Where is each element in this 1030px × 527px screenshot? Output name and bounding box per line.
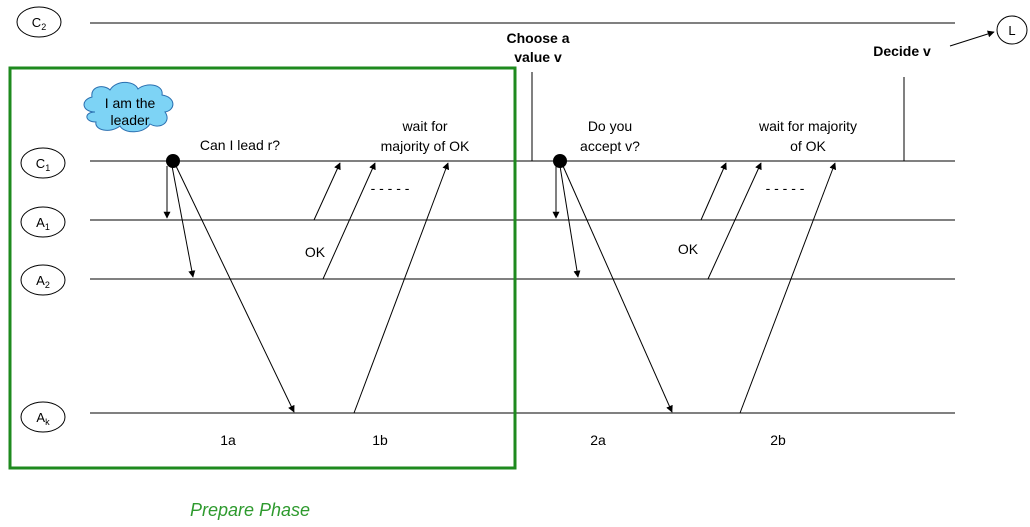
svg-text:L: L: [1008, 23, 1015, 38]
ok1-label: OK: [305, 244, 326, 260]
node-c1: C1: [20, 147, 66, 179]
phase-2b-label: 2b: [770, 432, 786, 448]
msg-1a-to-a2: [171, 165, 196, 278]
node-c2: C2: [16, 6, 62, 38]
svg-text:A1: A1: [36, 215, 50, 232]
wait2-label-2: of OK: [790, 138, 826, 154]
svg-text:leader: leader: [111, 112, 150, 128]
svg-text:I am the: I am the: [105, 95, 156, 111]
msg-2a-to-ak: [562, 165, 673, 413]
choose-label-1: Choose a: [506, 30, 569, 46]
do-you-label-1: Do you: [588, 118, 632, 134]
msg-1a-to-ak: [175, 165, 295, 413]
phase-1a-label: 1a: [220, 432, 236, 448]
msg-2b-from-ak: [739, 162, 837, 414]
wait2-label-1: wait for majority: [758, 118, 857, 134]
prepare-phase-label: Prepare Phase: [190, 500, 310, 520]
do-you-label-2: accept v?: [580, 138, 640, 154]
choose-label-2: value v: [514, 49, 562, 65]
node-ak: Ak: [20, 401, 66, 433]
svg-text:A2: A2: [36, 273, 50, 290]
can-i-lead-label: Can I lead r?: [200, 137, 280, 153]
msg-1b-from-a2: [322, 162, 376, 280]
dots2-label: - - - - -: [766, 180, 805, 196]
node-a2: A2: [20, 264, 66, 296]
dots1-label: - - - - -: [371, 180, 410, 196]
phase-2a-label: 2a: [590, 432, 606, 448]
decide-label: Decide v: [873, 43, 931, 59]
msg-1b-from-a1: [313, 162, 341, 221]
leader-bubble: I am the leader: [83, 81, 174, 133]
ok2-label: OK: [678, 241, 699, 257]
msg-2b-from-a1: [700, 162, 727, 221]
proposer-dot-2: [553, 154, 567, 168]
phase-1b-label: 1b: [372, 432, 388, 448]
node-l: L: [996, 15, 1028, 45]
prepare-phase-box: [8, 66, 517, 470]
wait1-label-1: wait for: [401, 118, 447, 134]
wait1-label-2: majority of OK: [381, 138, 470, 154]
msg-2b-from-a2: [707, 162, 762, 280]
svg-text:C1: C1: [36, 156, 50, 173]
msg-2a-to-a2: [559, 165, 581, 278]
msg-1b-from-ak: [353, 162, 450, 414]
svg-text:C2: C2: [32, 15, 46, 32]
node-a1: A1: [20, 206, 66, 238]
proposer-dot-1: [166, 154, 180, 168]
decide-arrow: [949, 30, 995, 47]
svg-text:Ak: Ak: [36, 410, 50, 427]
